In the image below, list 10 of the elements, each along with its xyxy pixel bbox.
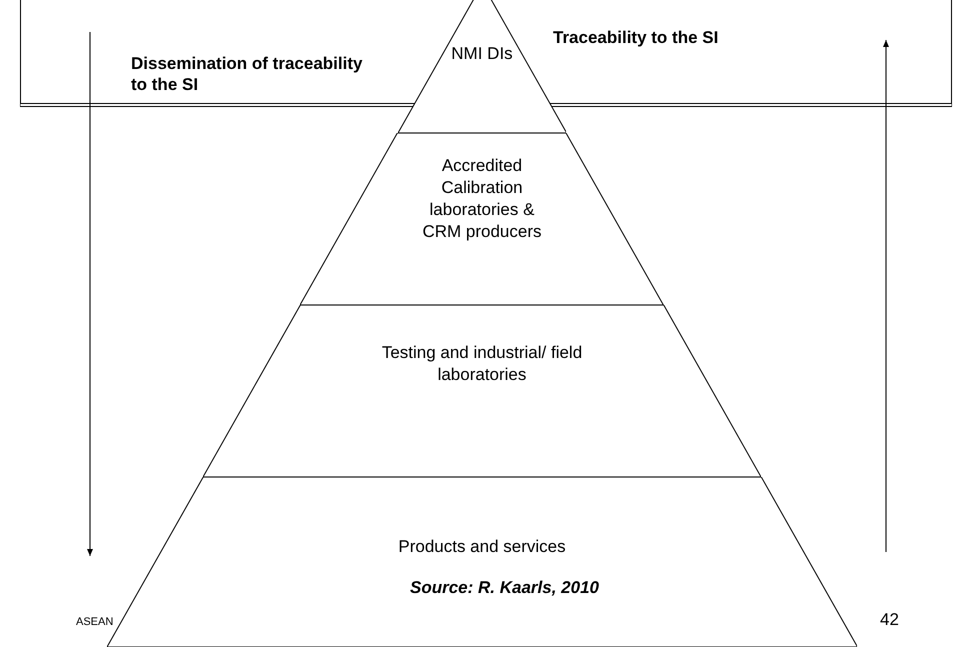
pyramid-tier xyxy=(202,305,762,477)
page-number: 42 xyxy=(880,610,899,630)
footer-text: ASEAN xyxy=(76,616,114,628)
tier-label: Products and services xyxy=(397,536,567,558)
tier-label: NMI DIs xyxy=(450,43,514,66)
source-caption: Source: R. Kaarls, 2010 xyxy=(410,578,599,598)
tier-label: Testing and industrial/ field laboratories xyxy=(380,342,584,386)
heading-text: Dissemination of traceability to the SI xyxy=(131,53,364,95)
tier-label: Accredited Calibration laboratories & CRM producers xyxy=(421,155,542,244)
heading-text: Traceability to the SI xyxy=(553,27,720,48)
